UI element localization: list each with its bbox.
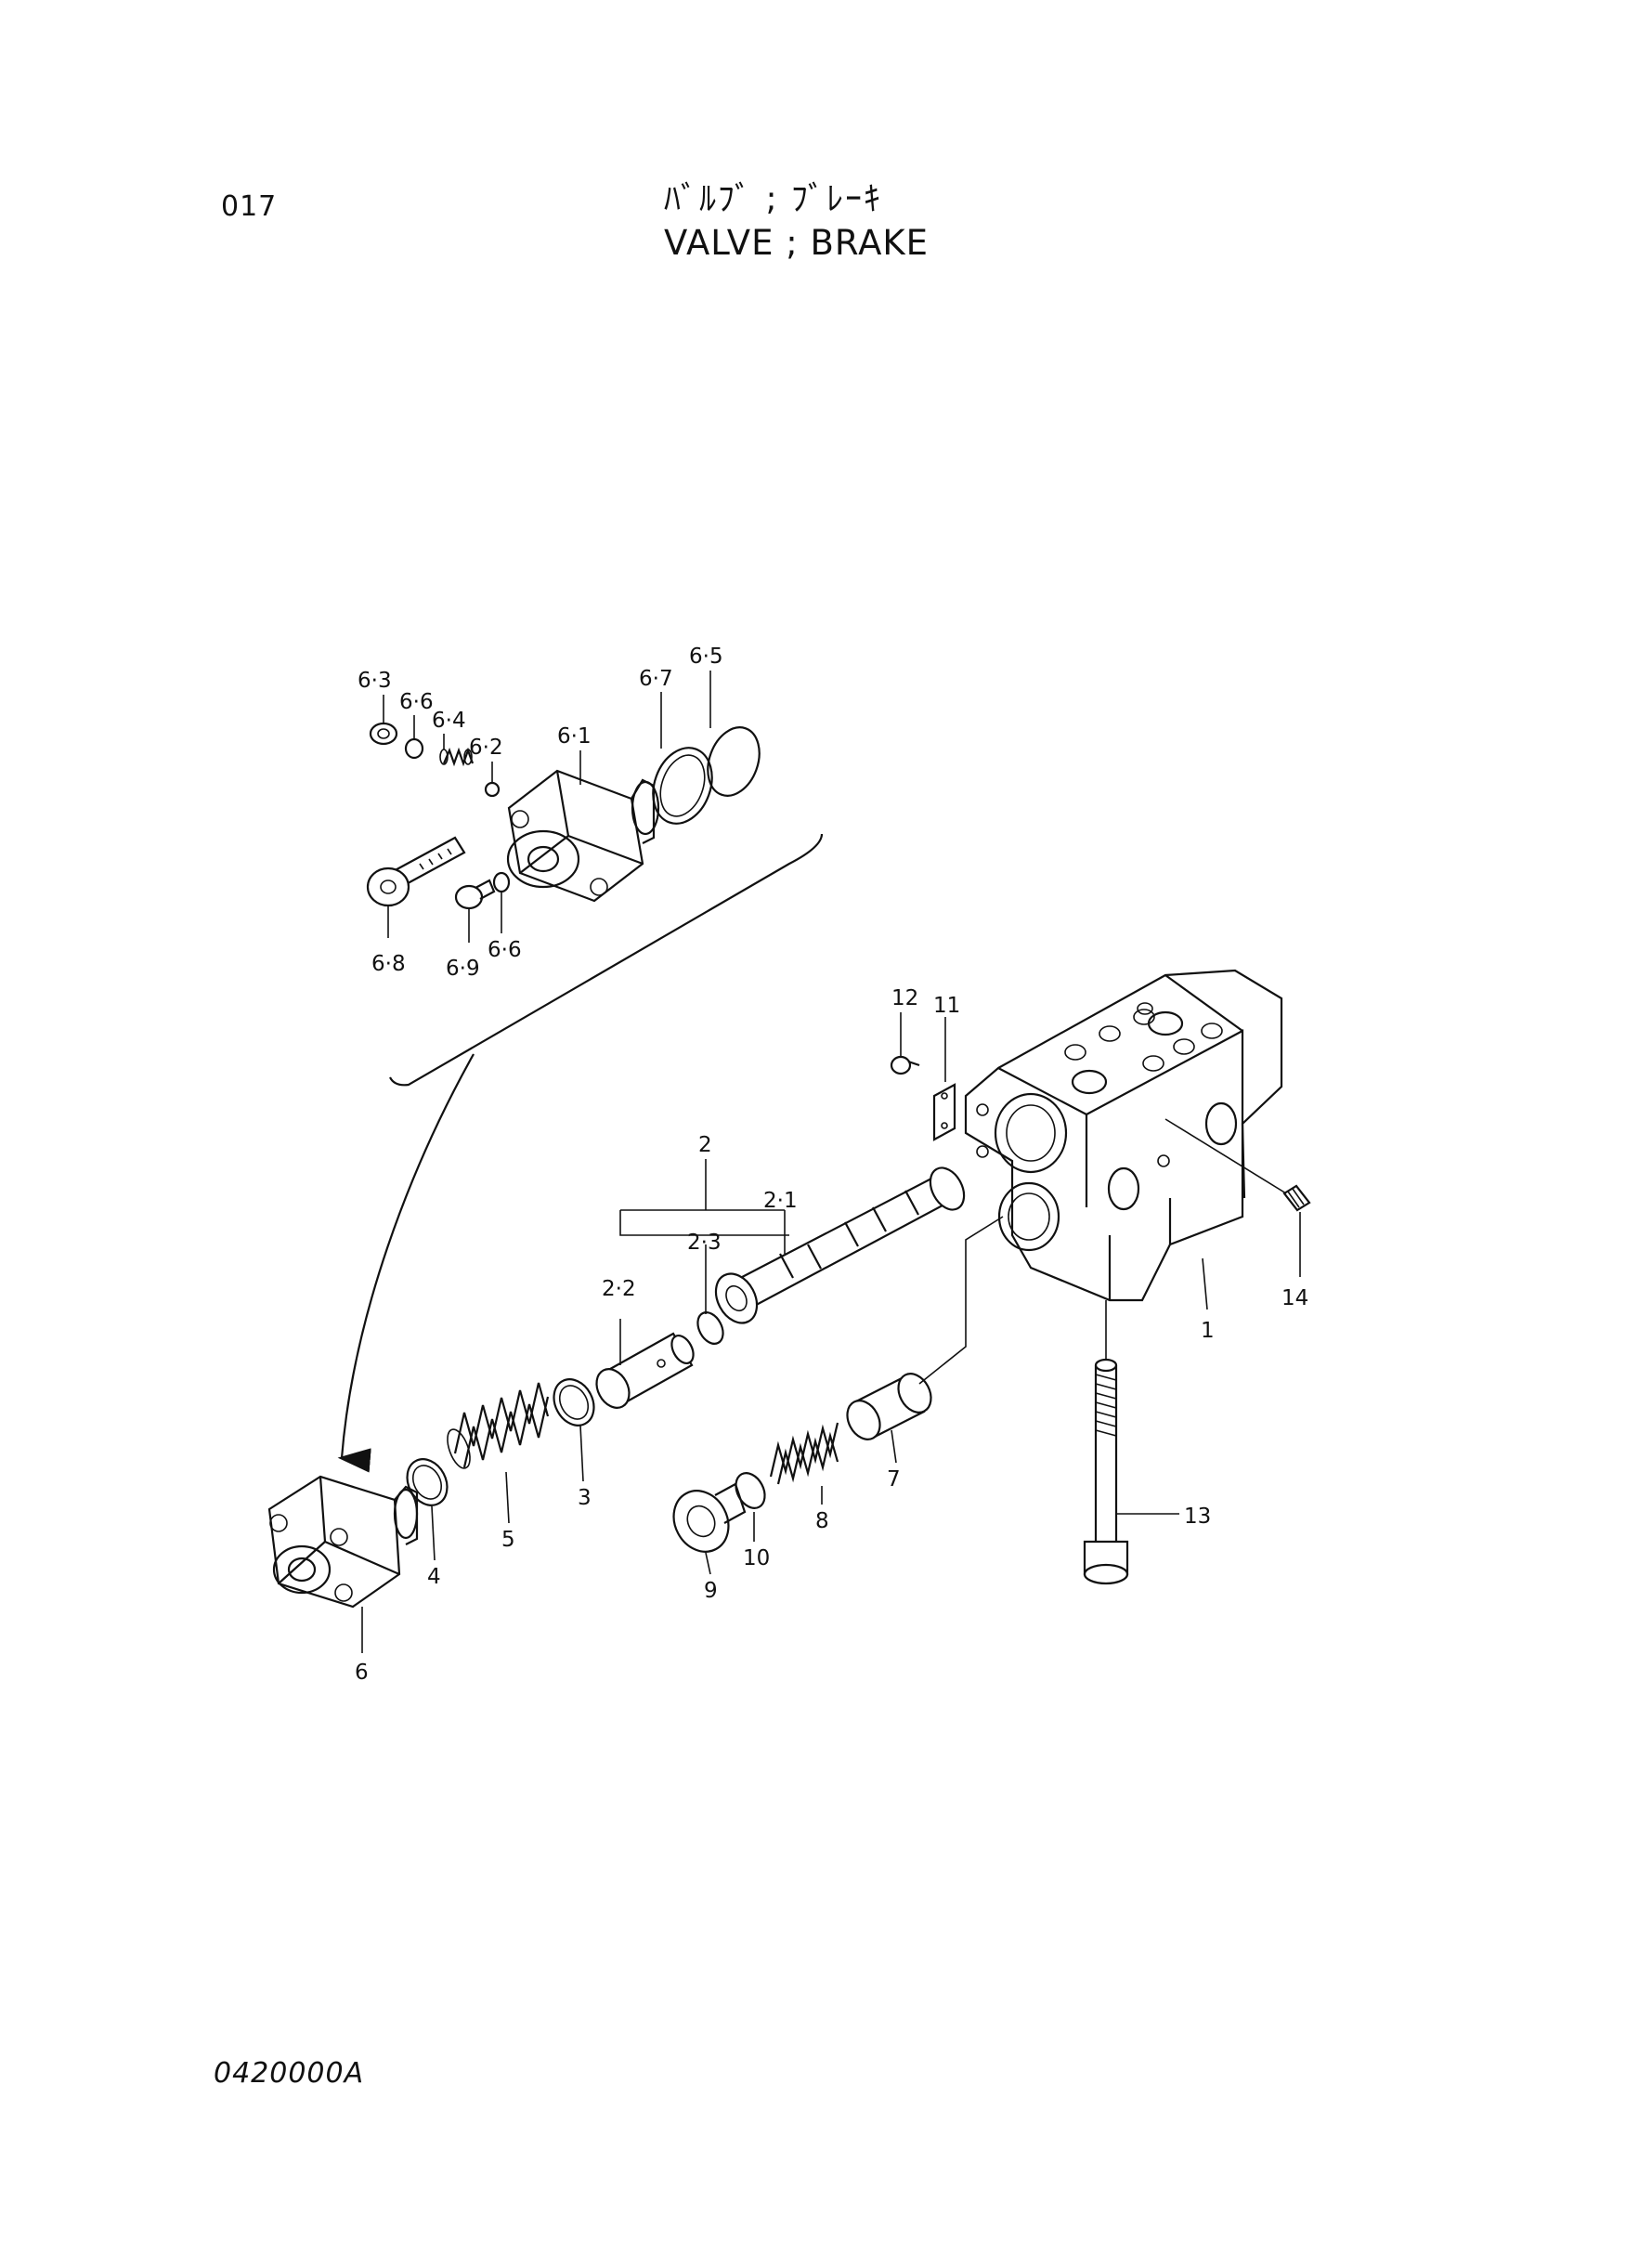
callout-5: 5: [501, 1528, 515, 1552]
callout-14: 14: [1281, 1286, 1308, 1310]
part-6-9-plug: [454, 879, 496, 910]
part-6-5-oring: [707, 726, 761, 797]
part-2-1-spool: [714, 1166, 966, 1324]
part-5-spring: [447, 1382, 550, 1524]
part-2-2-piston: [595, 1332, 695, 1409]
part-6-3-plug: [369, 722, 398, 746]
callout-9: 9: [704, 1579, 718, 1603]
part-6-cover-assembly: [267, 1475, 419, 1653]
callout-2-3: 2·3: [687, 1231, 722, 1255]
callout-2-1: 2·1: [763, 1189, 798, 1213]
part-1-valve-body: [964, 969, 1283, 1310]
title-english: VALVE ; BRAKE: [664, 223, 930, 263]
callout-labels: 6·3 6·6 6·4 6·2 6·1 6·7 6·5 6·8 6·9 6·6 …: [355, 645, 1308, 1685]
callout-12: 12: [891, 986, 918, 1010]
part-2-bracket: [619, 1159, 789, 1365]
callout-8: 8: [815, 1509, 829, 1533]
drawing-code: 0420000A: [214, 2057, 365, 2090]
part-6-2-ball: [484, 781, 501, 798]
page-number: 017: [221, 190, 278, 223]
detail-group-6: [366, 671, 824, 1087]
part-7-sleeve: [846, 1373, 932, 1464]
title-japanese: ﾊﾞﾙﾌﾞ ; ﾌﾞﾚｰｷ: [664, 180, 883, 218]
part-4-ring: [406, 1458, 449, 1506]
callout-6-6-lower: 6·6: [488, 938, 522, 962]
part-6-6-oring: [404, 737, 424, 760]
callout-6-3: 6·3: [358, 669, 392, 693]
part-11-plate: [932, 1017, 956, 1141]
callout-3: 3: [578, 1486, 592, 1510]
callout-10: 10: [743, 1546, 770, 1570]
callout-1: 1: [1201, 1319, 1215, 1343]
detail-pointer-arrow: [337, 1053, 475, 1473]
part-14-plug: [1164, 1118, 1311, 1277]
callout-6-6: 6·6: [399, 690, 434, 714]
callout-6-7: 6·7: [639, 667, 673, 691]
callout-2-2: 2·2: [602, 1277, 636, 1301]
part-3-ring: [553, 1378, 595, 1427]
callout-6-4: 6·4: [432, 709, 466, 733]
part-10-ring: [735, 1472, 766, 1509]
part-9-plug: [672, 1482, 747, 1575]
callout-2: 2: [698, 1133, 712, 1157]
part-12-screw: [890, 1012, 920, 1075]
part-6-7-oring: [652, 747, 713, 825]
callout-6-2: 6·2: [469, 736, 503, 760]
part-2-3-ring: [696, 1311, 724, 1345]
part-6-4-spring: [439, 747, 475, 767]
callout-6-8: 6·8: [371, 952, 406, 976]
callout-4: 4: [427, 1565, 441, 1589]
callout-6-5: 6·5: [689, 645, 723, 669]
callout-11: 11: [933, 994, 960, 1018]
callout-7: 7: [887, 1467, 901, 1492]
part-13-bolt: [1083, 1300, 1179, 1585]
callout-6-9: 6·9: [446, 957, 480, 981]
part-6-8-bolt: [366, 836, 466, 907]
callout-13: 13: [1184, 1505, 1211, 1529]
callout-6: 6: [355, 1661, 369, 1685]
part-8-spring: [769, 1422, 839, 1505]
part-6-1-cover: [506, 769, 660, 903]
callout-6-1: 6·1: [557, 724, 592, 749]
part-6-6-oring-lower: [492, 871, 511, 893]
